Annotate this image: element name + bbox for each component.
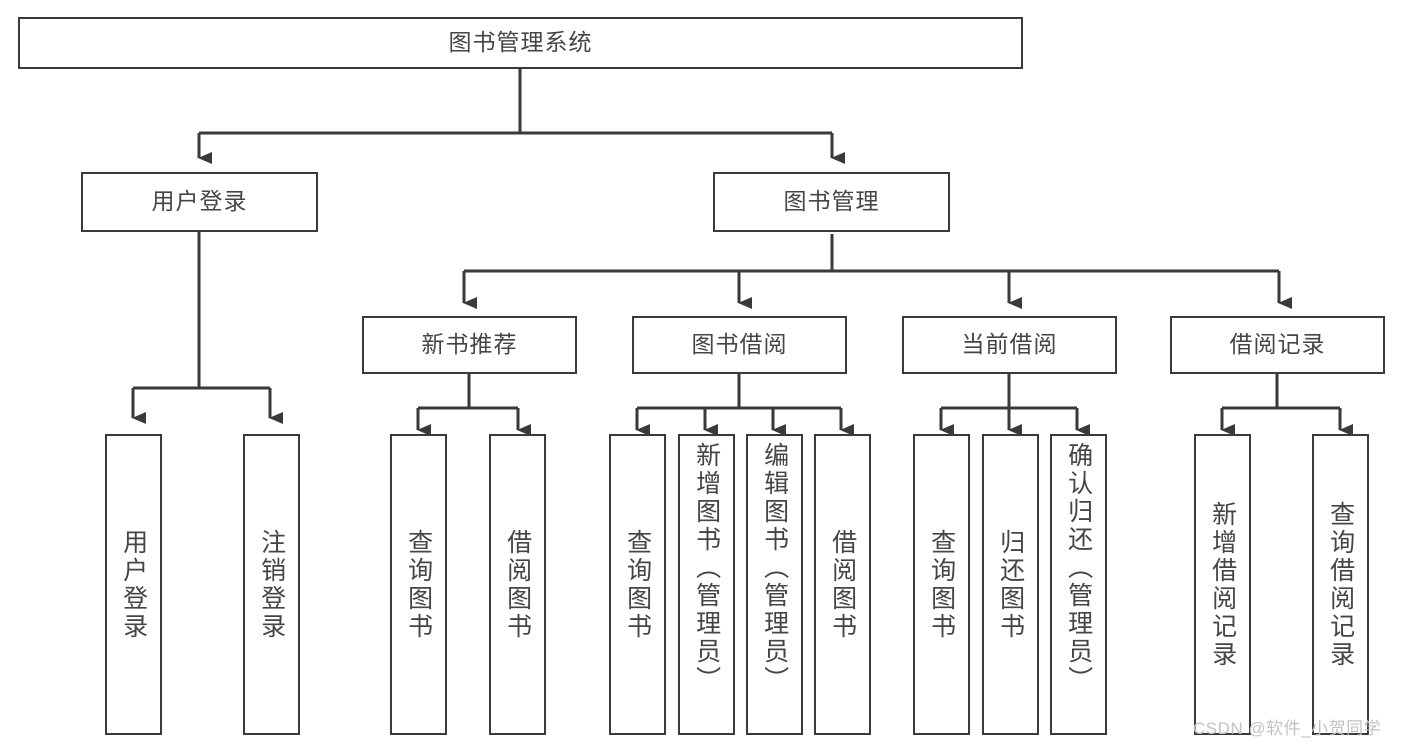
node-label: 借阅图书 <box>503 528 532 641</box>
leaf-add-book[interactable]: 新增图书（管理员） <box>678 434 735 735</box>
node-new-book-rec[interactable]: 新书推荐 <box>362 316 577 374</box>
node-label: 新增借阅记录 <box>1208 500 1237 669</box>
node-book-borrow[interactable]: 图书借阅 <box>632 316 847 374</box>
node-label: 图书借阅 <box>691 331 788 358</box>
leaf-query-book-current[interactable]: 查询图书 <box>913 434 970 735</box>
node-current-borrow[interactable]: 当前借阅 <box>902 316 1117 374</box>
node-book-manage[interactable]: 图书管理 <box>713 172 950 232</box>
node-label: 用户登录 <box>119 528 148 641</box>
leaf-confirm-return[interactable]: 确认归还（管理员） <box>1050 434 1107 735</box>
node-label: 借阅图书 <box>828 528 857 641</box>
node-root-system[interactable]: 图书管理系统 <box>18 17 1023 69</box>
leaf-borrow-book-rec[interactable]: 借阅图书 <box>489 434 546 735</box>
leaf-query-borrow-record[interactable]: 查询借阅记录 <box>1312 434 1369 735</box>
node-label: 确认归还（管理员） <box>1064 442 1093 694</box>
leaf-query-book-rec[interactable]: 查询图书 <box>390 434 447 735</box>
node-label: 图书管理 <box>783 188 880 215</box>
leaf-return-book[interactable]: 归还图书 <box>982 434 1039 735</box>
leaf-borrow-book[interactable]: 借阅图书 <box>814 434 871 735</box>
node-label: 编辑图书（管理员） <box>760 442 789 694</box>
leaf-edit-book[interactable]: 编辑图书（管理员） <box>746 434 803 735</box>
node-label: 新书推荐 <box>421 331 518 358</box>
node-label: 查询图书 <box>623 528 652 641</box>
node-label: 查询借阅记录 <box>1326 500 1355 669</box>
leaf-query-book-borrow[interactable]: 查询图书 <box>609 434 666 735</box>
leaf-add-borrow-record[interactable]: 新增借阅记录 <box>1194 434 1251 735</box>
node-user-login[interactable]: 用户登录 <box>81 172 318 232</box>
csdn-watermark: CSDN @软件_小贺同学 <box>1193 719 1382 738</box>
leaf-user-login[interactable]: 用户登录 <box>105 434 162 735</box>
node-label: 注销登录 <box>257 528 286 641</box>
node-label: 当前借阅 <box>961 331 1058 358</box>
node-label: 借阅记录 <box>1229 331 1326 358</box>
leaf-logout-login[interactable]: 注销登录 <box>243 434 300 735</box>
node-label: 查询图书 <box>927 528 956 641</box>
node-label: 新增图书（管理员） <box>692 442 721 694</box>
node-label: 图书管理系统 <box>448 29 593 56</box>
node-borrow-record[interactable]: 借阅记录 <box>1170 316 1385 374</box>
node-label: 归还图书 <box>996 528 1025 641</box>
node-label: 用户登录 <box>151 188 248 215</box>
node-label: 查询图书 <box>404 528 433 641</box>
